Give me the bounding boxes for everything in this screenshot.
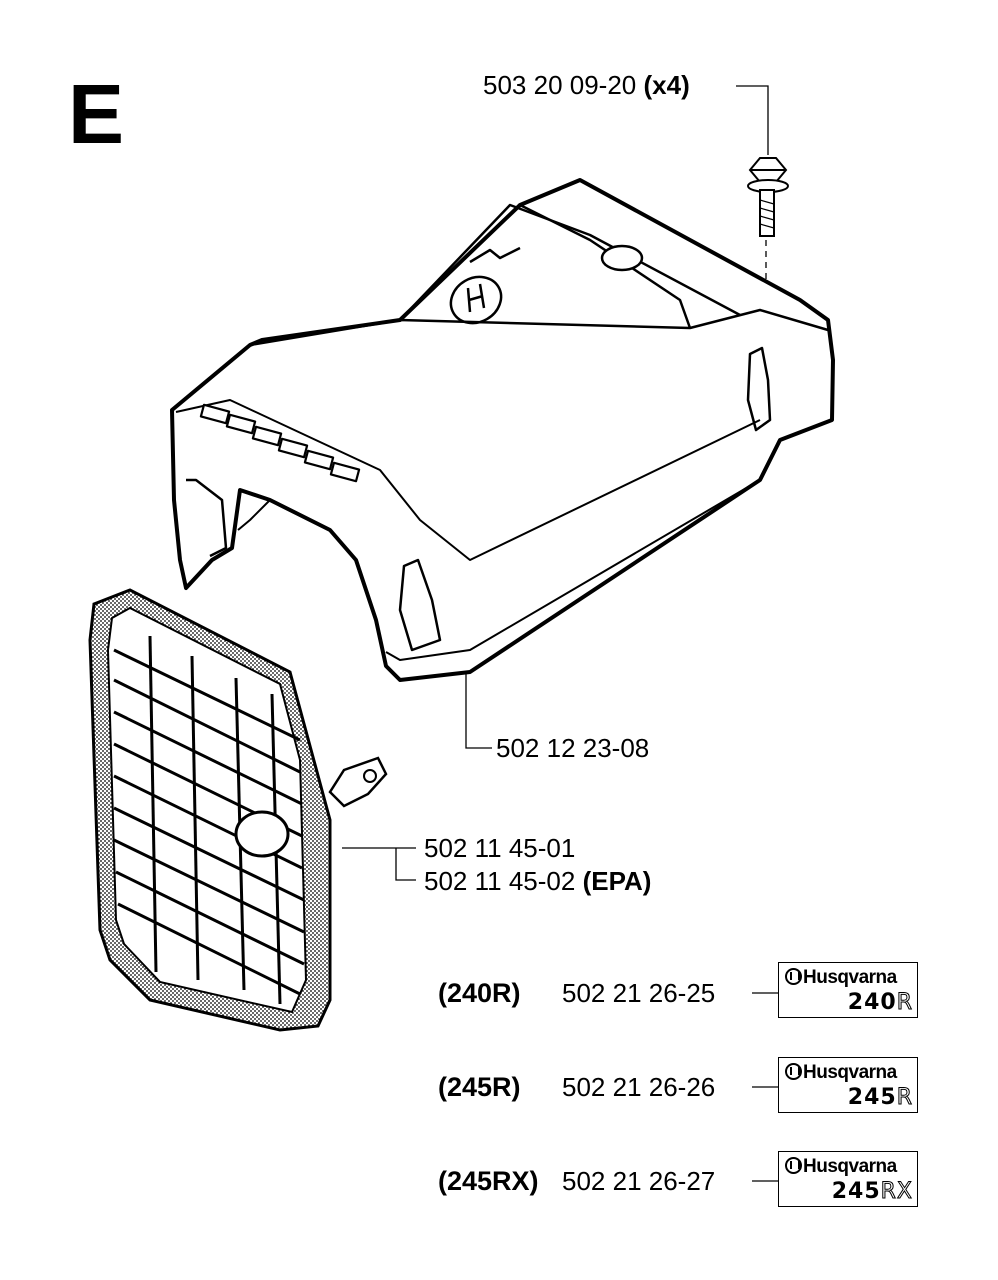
screw-qty: (x4) (643, 70, 690, 100)
grille-grid (113, 635, 305, 1005)
cover-leader (465, 672, 492, 749)
decal-model-number-240r: 240R (847, 990, 913, 1016)
grille-part-number: 502 11 45-01 (424, 833, 576, 863)
cover-vent-slots (199, 403, 361, 483)
decal-model-245r: (245R) (438, 1072, 521, 1102)
grille-epa-label: 502 11 45-02 (EPA) (424, 868, 651, 894)
decal-brand-240r: Husqvarna (785, 967, 897, 989)
crown-logo-icon (785, 1157, 802, 1174)
screw-part-label: 503 20 09-20 (x4) (483, 72, 690, 98)
decal-245rx: Husqvarna 245RX (778, 1151, 918, 1207)
cover-logo (449, 246, 521, 325)
grille-round-hole (234, 810, 290, 858)
decal-model-number-245rx: 245RX (831, 1179, 913, 1205)
cover-part-number: 502 12 23-08 (496, 733, 650, 763)
decal-brand-245rx: Husqvarna (785, 1156, 897, 1178)
decal-brand-245r: Husqvarna (785, 1062, 897, 1084)
grille-epa-suffix: (EPA) (582, 866, 652, 896)
grille-mount-tab (328, 756, 388, 808)
decal-model-240r: (240R) (438, 978, 521, 1008)
filter-grille-part (88, 588, 388, 1032)
grille-leader-2 (395, 848, 416, 881)
section-letter: E (68, 67, 125, 161)
decal-part-number-245rx: 502 21 26-27 (562, 1166, 716, 1196)
grille-epa-part-number: 502 11 45-02 (424, 866, 576, 896)
cylinder-cover-part (170, 178, 835, 682)
decal-part-number-245r: 502 21 26-26 (562, 1072, 716, 1102)
cover-boss-left (398, 558, 442, 652)
decal-part-number-240r: 502 21 26-25 (562, 978, 716, 1008)
decal-240r: Husqvarna 240R (778, 962, 918, 1018)
cover-screw-hole (600, 244, 644, 272)
screw-part-number: 503 20 09-20 (483, 70, 637, 100)
cover-boss-right (746, 346, 772, 432)
crown-logo-icon (785, 968, 802, 985)
decal-245r: Husqvarna 245R (778, 1057, 918, 1113)
screw-part (747, 157, 789, 237)
screw-leader (736, 85, 769, 155)
decal-model-number-245r: 245R (847, 1085, 913, 1111)
decal-model-245rx: (245RX) (438, 1166, 539, 1196)
crown-logo-icon (785, 1063, 802, 1080)
